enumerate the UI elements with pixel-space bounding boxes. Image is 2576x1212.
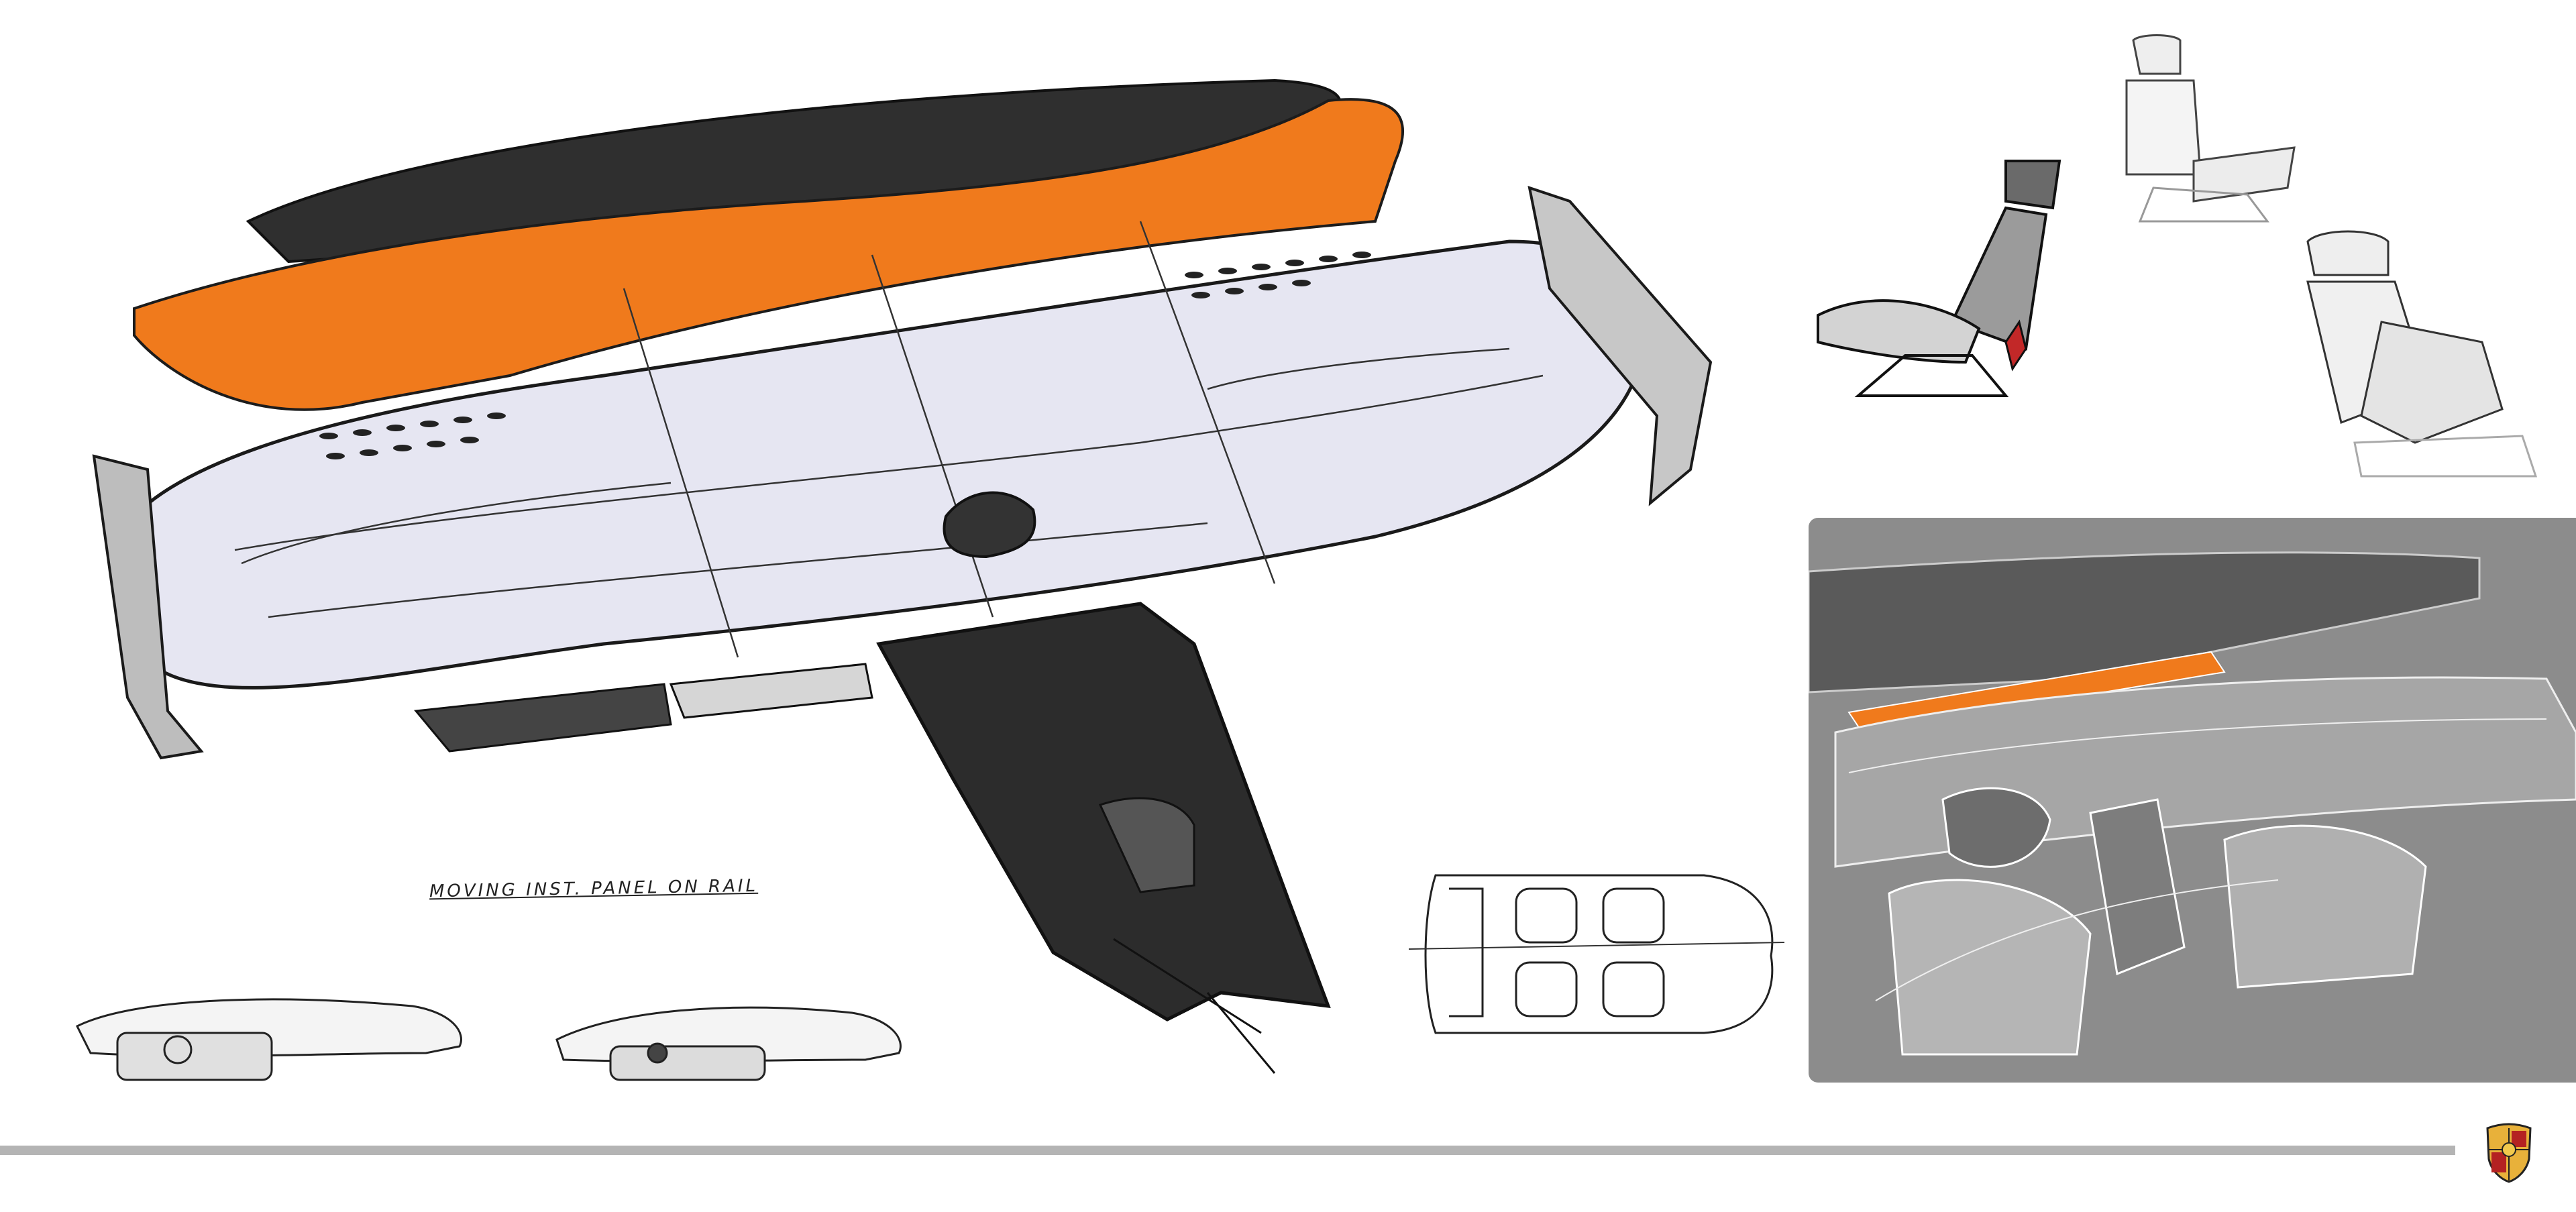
render-seat-right bbox=[2223, 824, 2427, 989]
seat-red-accent bbox=[2004, 319, 2027, 372]
under-dash-module bbox=[414, 683, 672, 753]
plan-view-sketch bbox=[1409, 874, 1784, 1034]
seat-rear-sketch bbox=[2125, 34, 2296, 223]
dashboard-orange-band bbox=[133, 98, 1405, 411]
footer-rule bbox=[0, 1146, 2455, 1155]
interior-render-panel bbox=[1809, 518, 2576, 1083]
seat-front-sketch bbox=[2306, 230, 2538, 478]
brand-crest-logo bbox=[2486, 1123, 2532, 1183]
dashboard-main-body bbox=[125, 239, 1646, 690]
side-view-sketch-2 bbox=[555, 1006, 902, 1081]
render-seat-left bbox=[1888, 879, 2092, 1056]
dashboard-construction-lines bbox=[234, 221, 1544, 658]
render-roof bbox=[1809, 551, 2481, 694]
side-view-sketch-1 bbox=[75, 998, 462, 1081]
center-console-highlight bbox=[1098, 797, 1195, 893]
render-console bbox=[2089, 798, 2186, 976]
dashboard-vents bbox=[319, 252, 1371, 459]
seat-side-sketch bbox=[1817, 160, 2061, 397]
dashboard-left-wing bbox=[92, 454, 204, 760]
dashboard-right-wing bbox=[1527, 186, 1713, 506]
under-dash-tray bbox=[669, 663, 873, 719]
steering-mount bbox=[943, 491, 1036, 559]
dashboard-concept-sketch bbox=[92, 78, 1713, 1074]
render-steering bbox=[1941, 787, 2051, 868]
